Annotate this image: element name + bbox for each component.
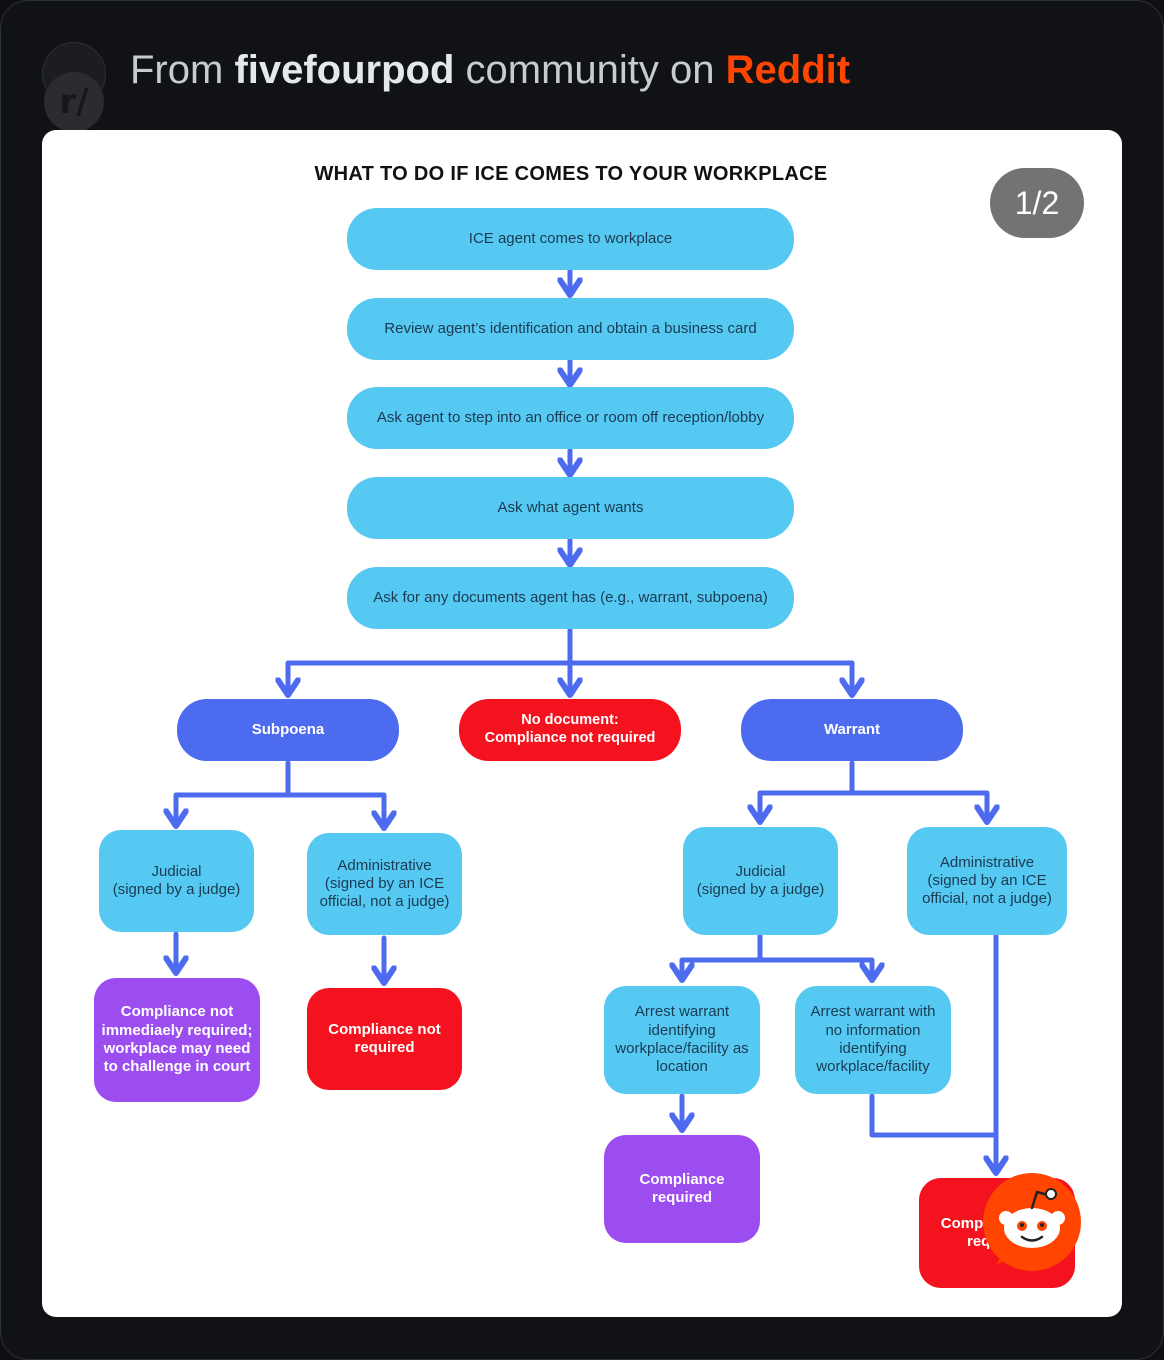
step-ask-documents: Ask for any documents agent has (e.g., w… bbox=[347, 567, 794, 629]
post-image-card[interactable]: WHAT TO DO IF ICE COMES TO YOUR WORKPLAC… bbox=[42, 130, 1122, 1317]
warrant-location-outcome: Compliance required bbox=[604, 1135, 760, 1243]
step-ask-documents-text: Ask for any documents agent has (e.g., w… bbox=[373, 588, 768, 606]
branch-no-document: No document: Compliance not required bbox=[459, 699, 681, 761]
warrant-judicial-text: Judicial (signed by a judge) bbox=[696, 862, 825, 898]
step-ask-intent-text: Ask what agent wants bbox=[497, 498, 644, 516]
step-ask-intent: Ask what agent wants bbox=[347, 477, 794, 539]
subpoena-judicial: Judicial (signed by a judge) bbox=[99, 830, 254, 932]
subpoena-judicial-outcome: Compliance not immediaely required; work… bbox=[94, 978, 260, 1102]
step-private-room: Ask agent to step into an office or room… bbox=[347, 387, 794, 449]
step-review-id-text: Review agent’s identification and obtain… bbox=[384, 319, 757, 337]
header-middle: community on bbox=[454, 48, 726, 92]
warrant-arrest-with-location-text: Arrest warrant identifying workplace/fac… bbox=[615, 1003, 749, 1076]
subpoena-administrative: Administrative (signed by an ICE officia… bbox=[307, 833, 462, 935]
image-counter-badge: 1/2 bbox=[990, 168, 1084, 238]
reddit-brand[interactable]: Reddit bbox=[725, 48, 851, 92]
subpoena-judicial-text: Judicial (signed by a judge) bbox=[112, 862, 241, 898]
step-private-room-text: Ask agent to step into an office or room… bbox=[376, 408, 765, 426]
header-prefix: From bbox=[130, 48, 235, 92]
branch-no-document-text: No document: Compliance not required bbox=[484, 712, 656, 746]
branch-subpoena: Subpoena bbox=[177, 699, 399, 761]
flowchart-connectors bbox=[42, 267, 1122, 1317]
step-ice-arrives: ICE agent comes to workplace bbox=[347, 208, 794, 270]
branch-warrant: Warrant bbox=[741, 699, 963, 761]
branch-subpoena-text: Subpoena bbox=[251, 720, 325, 738]
warrant-arrest-no-location: Arrest warrant with no information ident… bbox=[795, 986, 951, 1094]
subpoena-administrative-text: Administrative (signed by an ICE officia… bbox=[319, 856, 450, 911]
warrant-administrative-text: Administrative (signed by an ICE officia… bbox=[922, 853, 1052, 908]
warrant-location-outcome-text: Compliance required bbox=[639, 1170, 725, 1206]
branch-warrant-text: Warrant bbox=[823, 720, 881, 738]
warrant-arrest-no-location-text: Arrest warrant with no information ident… bbox=[810, 1003, 936, 1076]
warrant-administrative: Administrative (signed by an ICE officia… bbox=[907, 827, 1067, 935]
warrant-arrest-with-location: Arrest warrant identifying workplace/fac… bbox=[604, 986, 760, 1094]
step-ice-arrives-text: ICE agent comes to workplace bbox=[468, 229, 673, 247]
warrant-judicial: Judicial (signed by a judge) bbox=[683, 827, 838, 935]
subreddit-glyph-icon: r/ bbox=[44, 72, 104, 132]
subpoena-judicial-outcome-text: Compliance not immediaely required; work… bbox=[101, 1003, 253, 1076]
subpoena-administrative-outcome: Compliance not required bbox=[307, 988, 462, 1090]
subpoena-administrative-outcome-text: Compliance not required bbox=[328, 1020, 441, 1056]
source-header: From fivefourpod community on Reddit bbox=[130, 48, 850, 98]
step-review-id: Review agent’s identification and obtain… bbox=[347, 298, 794, 360]
subreddit-name[interactable]: fivefourpod bbox=[234, 48, 455, 92]
reddit-snoo-icon[interactable] bbox=[982, 1172, 1082, 1272]
flowchart-title: WHAT TO DO IF ICE COMES TO YOUR WORKPLAC… bbox=[314, 163, 828, 185]
